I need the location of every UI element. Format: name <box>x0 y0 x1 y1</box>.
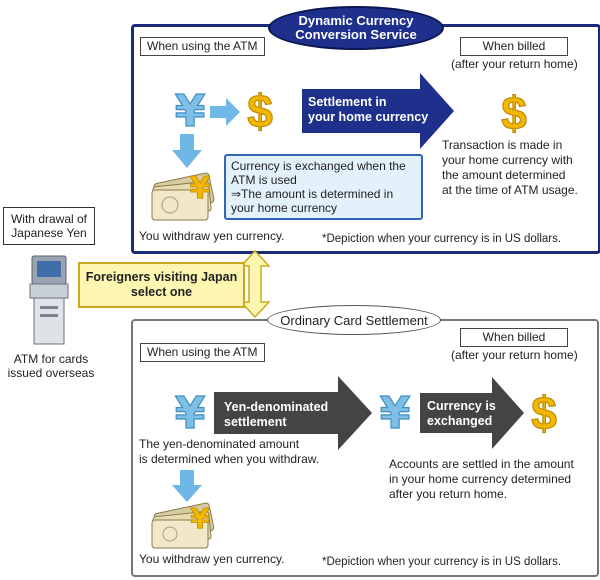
ord-accounts-text: Accounts are settled in the amount in yo… <box>389 457 574 501</box>
arrow-down-icon <box>172 134 202 168</box>
svg-text:¥: ¥ <box>175 388 206 434</box>
atm-caption: ATM for cards issued overseas <box>7 352 95 380</box>
atm-icon <box>29 255 69 345</box>
cash-icon: ¥ <box>151 171 215 221</box>
ordinary-title-badge: Ordinary Card Settlement <box>267 305 441 335</box>
dcc-info-box: Currency is exchanged when the ATM is us… <box>224 154 423 220</box>
ord-dollar-icon: $ <box>531 386 558 436</box>
exchange-arrow-label-2: exchanged <box>427 414 493 428</box>
settlement-arrow <box>302 73 454 149</box>
dcc-withdraw-text: You withdraw yen currency. <box>139 229 285 243</box>
dcc-depiction-note: *Depiction when your currency is in US d… <box>322 233 562 245</box>
double-arrow-icon <box>240 250 270 318</box>
dollar-icon: $ <box>247 84 274 134</box>
svg-text:¥: ¥ <box>190 171 211 206</box>
ord-withdraw-text: You withdraw yen currency. <box>139 552 285 566</box>
yen-settlement-arrow <box>214 376 372 450</box>
dcc-when-billed-label: When billed <box>460 37 568 56</box>
arrow-right-icon <box>210 98 240 126</box>
svg-text:¥: ¥ <box>190 502 210 535</box>
ord-cash-icon: ¥ <box>151 502 215 549</box>
dcc-after-return-text: (after your return home) <box>451 57 578 71</box>
svg-text:$: $ <box>531 387 557 436</box>
yen-settlement-label-1: Yen-denominated <box>224 400 329 414</box>
ord-determined-text: The yen-denominated amount is determined… <box>139 437 320 466</box>
yen-settlement-label-2: settlement <box>224 415 287 429</box>
dcc-transaction-text: Transaction is made in your home currenc… <box>442 138 578 197</box>
ord-yen-icon: ¥ <box>174 388 206 434</box>
ord-when-billed-label: When billed <box>460 328 568 347</box>
ord-yen-icon-2: ¥ <box>379 388 411 434</box>
ord-depiction-note: *Depiction when your currency is in US d… <box>322 556 562 568</box>
dcc-when-using-label: When using the ATM <box>140 37 265 56</box>
settlement-arrow-label-2: your home currency <box>308 110 429 124</box>
ord-after-return-text: (after your return home) <box>451 348 578 362</box>
ord-arrow-down-icon <box>172 470 202 502</box>
yen-icon: ¥ <box>174 86 206 132</box>
svg-text:¥: ¥ <box>380 388 411 434</box>
exchange-arrow <box>420 377 524 449</box>
svg-text:$: $ <box>247 85 273 134</box>
dollar-billed-icon: $ <box>501 86 528 136</box>
exchange-arrow-label-1: Currency is <box>427 399 496 413</box>
settlement-arrow-label-1: Settlement in <box>308 95 387 109</box>
svg-text:¥: ¥ <box>175 86 206 132</box>
ord-when-using-label: When using the ATM <box>140 343 265 362</box>
svg-text:$: $ <box>501 87 527 136</box>
dcc-title-badge: Dynamic Currency Conversion Service <box>268 6 444 50</box>
